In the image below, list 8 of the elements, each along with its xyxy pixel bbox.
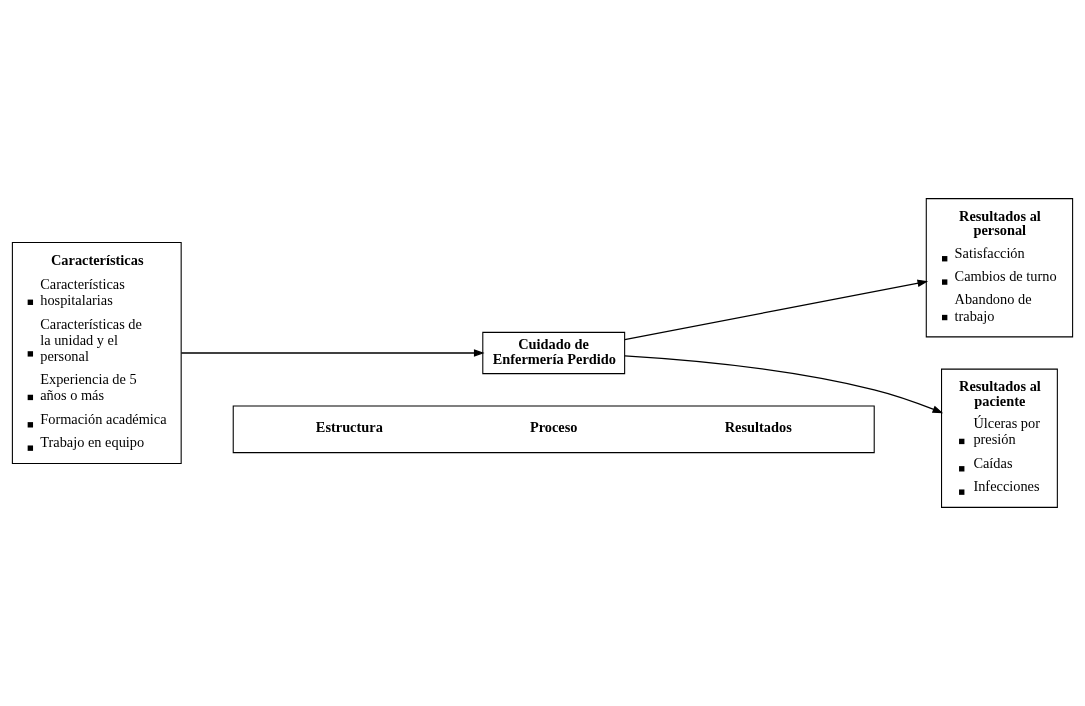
node-box: Características Características hospitalarias Características de la unidad y el personal Experiencia de 5 años o más Formación académica Trabajo en equipo bbox=[11, 242, 182, 464]
node-box: Estructura Proceso Resultados bbox=[232, 405, 875, 454]
arrow bbox=[624, 355, 944, 414]
arrow bbox=[624, 279, 929, 341]
node-box: Resultados al personal Satisfacción Cambios de turno Abandono de trabajo bbox=[925, 198, 1074, 338]
node-box: Resultados al paciente Úlceras por presión Caídas Infecciones bbox=[941, 368, 1058, 508]
node-box: Cuidado de Enfermería Perdido bbox=[482, 331, 626, 375]
arrow bbox=[180, 349, 485, 357]
